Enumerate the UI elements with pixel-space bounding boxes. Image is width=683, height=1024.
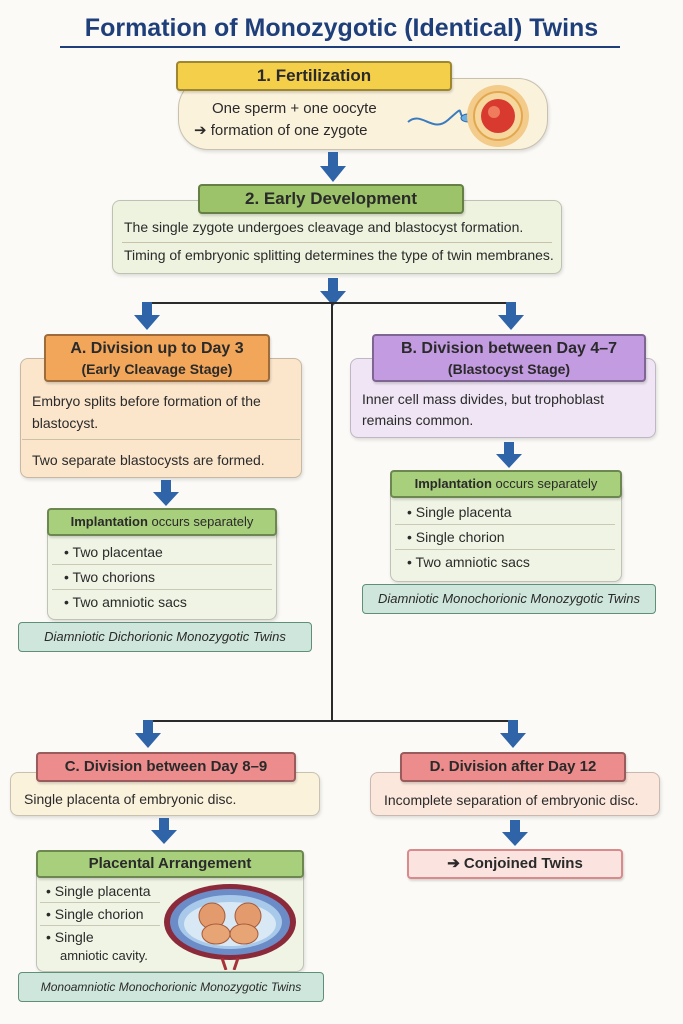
branch-c-desc: Single placenta of embryonic disc. (24, 791, 237, 807)
twins-placenta-illustration (164, 884, 296, 970)
branch-b-implant-header: Implantation occurs separately (390, 470, 622, 498)
arrow-down-icon (151, 818, 177, 844)
fertilization-header: 1. Fertilization (176, 61, 452, 91)
page-title: Formation of Monozygotic (Identical) Twi… (84, 14, 599, 42)
branch-a-implant-header: Implantation occurs separately (47, 508, 277, 536)
branch-a-implant-box (47, 520, 277, 620)
branch-a-stage: (Early Cleavage Stage) (81, 361, 233, 377)
trunk-line (331, 304, 333, 722)
list-item: • Single chorion (40, 903, 160, 926)
fertilization-line1: One sperm + one oocyte (212, 100, 377, 117)
implant-bold: Implantation (70, 514, 148, 529)
branch-line-top (148, 302, 512, 304)
arrow-down-icon (320, 152, 346, 182)
early-development-line2: Timing of embryonic splitting determines… (124, 247, 554, 263)
fertilization-line2: ➔ formation of one zygote (194, 122, 368, 139)
divider (22, 439, 300, 440)
arrow-down-icon (500, 720, 526, 748)
branch-a-desc: Embryo splits before formation of the bl… (32, 393, 261, 431)
list-item: amniotic cavity. (60, 948, 148, 963)
implant-rest: occurs separately (147, 514, 254, 529)
list-item: • Two amniotic sacs (64, 594, 187, 610)
branch-c-header: C. Division between Day 8–9 (36, 752, 296, 782)
list-item: • Two chorions (52, 565, 272, 590)
title-underline (60, 46, 620, 48)
early-development-header: 2. Early Development (198, 184, 464, 214)
implant-rest: occurs separately (491, 476, 598, 491)
branch-b-result: Diamniotic Monochorionic Monozygotic Twi… (362, 584, 656, 614)
branch-d-desc: Incomplete separation of embryonic disc. (384, 792, 639, 808)
branch-a-result: Diamniotic Dichorionic Monozygotic Twins (18, 622, 312, 652)
branch-b-stage: (Blastocyst Stage) (447, 361, 571, 377)
list-item: • Single (46, 929, 94, 945)
arrow-down-icon (135, 720, 161, 748)
list-item: • Two placentae (52, 540, 272, 565)
branch-b-desc: Inner cell mass divides, but trophoblast… (362, 391, 605, 428)
divider (122, 242, 552, 243)
branch-line-bottom (148, 720, 514, 722)
branch-b-header: B. Division between Day 4–7 (Blastocyst … (372, 334, 646, 382)
branch-a-list: • Two placentae • Two chorions • Two amn… (52, 540, 272, 614)
list-item: • Single placenta (395, 500, 615, 525)
conjoined-twins-box: ➔ Conjoined Twins (407, 849, 623, 879)
placental-arrangement-header: Placental Arrangement (36, 850, 304, 878)
early-development-line1: The single zygote undergoes cleavage and… (124, 219, 524, 235)
arrow-down-icon (498, 302, 524, 330)
list-item: • Two amniotic sacs (407, 554, 530, 570)
branch-b-list: • Single placenta • Single chorion • Two… (395, 500, 615, 574)
branch-c-list: • Single placenta • Single chorion • Sin… (40, 880, 160, 964)
branch-a-title: A. Division up to Day 3 (70, 340, 244, 357)
branch-a-desc2: Two separate blastocysts are formed. (32, 452, 265, 468)
list-item: • Single placenta (40, 880, 160, 903)
branch-d-header: D. Division after Day 12 (400, 752, 626, 782)
branch-c-result: Monoamniotic Monochorionic Monozygotic T… (18, 972, 324, 1002)
branch-b-title: B. Division between Day 4–7 (400, 340, 618, 357)
list-item: • Single chorion (395, 525, 615, 550)
implant-bold: Implantation (414, 476, 492, 491)
arrow-down-icon (134, 302, 160, 330)
arrow-down-icon (502, 820, 528, 846)
branch-b-implant-box (390, 482, 622, 582)
arrow-down-icon (153, 480, 179, 506)
arrow-down-icon (320, 278, 346, 306)
arrow-down-icon (496, 442, 522, 468)
sperm-oocyte-icon (407, 85, 529, 147)
branch-a-header: A. Division up to Day 3 (Early Cleavage … (44, 334, 270, 382)
